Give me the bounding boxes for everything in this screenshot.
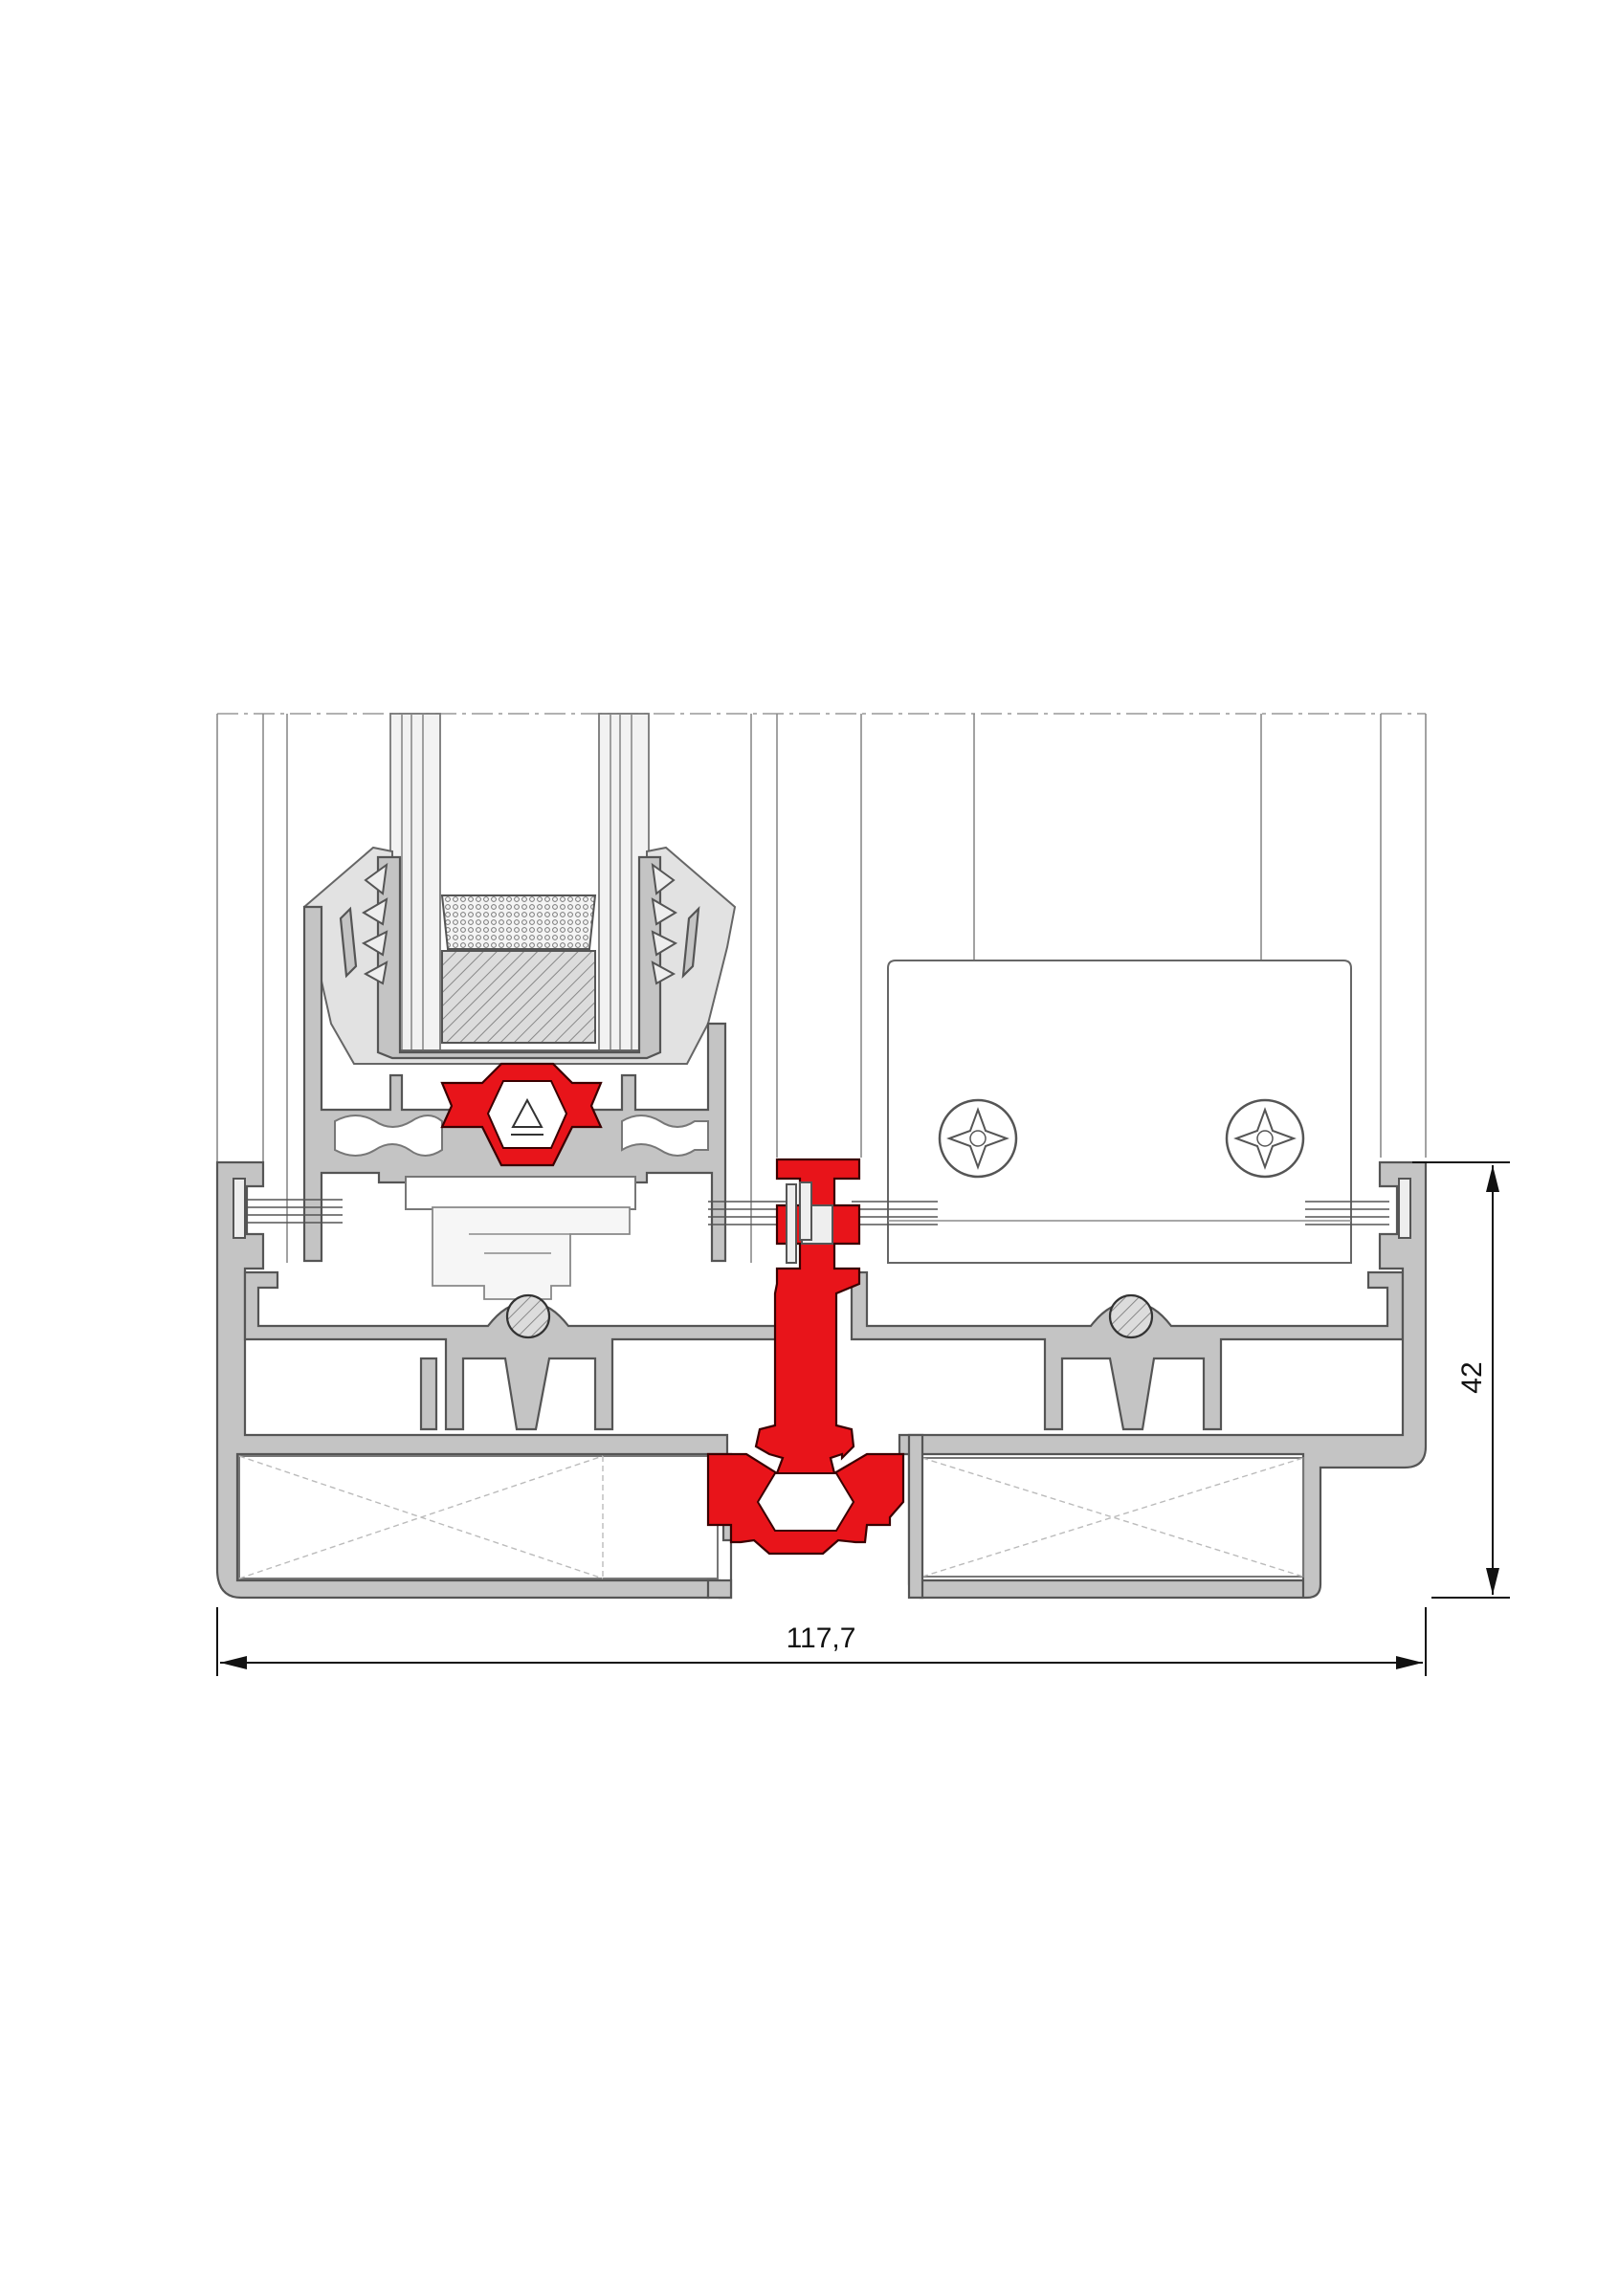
width-dimension-label: 117,7: [787, 1623, 856, 1654]
glazing-bead-frame: [302, 846, 737, 1065]
glass-spacer: [440, 894, 597, 950]
glass-sealant: [441, 950, 596, 1044]
screw-icon: [938, 1098, 1018, 1179]
sash-profile: [302, 905, 727, 1263]
roller-wheels: [505, 1293, 1154, 1339]
hardware-triangle-icon: [511, 1097, 543, 1128]
frame-seals: [233, 1178, 1411, 1241]
sash-thermal-break: [440, 1062, 603, 1167]
width-dimension: 117,7: [216, 1607, 1427, 1676]
central-thermal-break: [706, 1158, 905, 1556]
height-dimension-label: 42: [1456, 1361, 1488, 1393]
height-dimension: 42: [1412, 1161, 1510, 1599]
glazing-unit: [389, 713, 650, 1051]
fixed-panel-bracket: [887, 960, 1352, 1264]
screw-icon: [1225, 1098, 1305, 1179]
roller-housing: [432, 1206, 631, 1300]
